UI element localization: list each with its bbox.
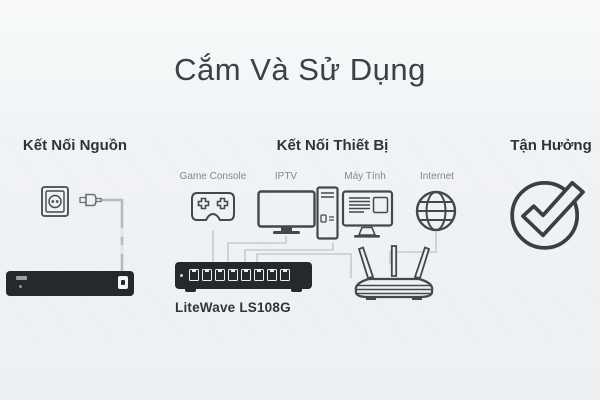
rj45-port [228, 268, 238, 281]
rj45-port [189, 268, 199, 281]
globe-icon [415, 190, 457, 232]
switch-vents [16, 276, 27, 280]
section-heading-power: Kết Nối Nguồn [22, 137, 128, 154]
checkmark-circle-icon [510, 180, 585, 250]
power-plug-icon [79, 193, 102, 207]
rj45-port [202, 268, 212, 281]
desktop-computer-icon [316, 186, 394, 240]
port-row [189, 268, 290, 281]
rj45-port [267, 268, 277, 281]
gamepad-icon [191, 192, 235, 221]
switch-foot [291, 289, 302, 292]
switch-led [19, 285, 22, 288]
power-port [118, 276, 128, 289]
switch-rear-view [6, 271, 134, 296]
device-label-game-console: Game Console [179, 171, 247, 182]
switch-led [180, 274, 183, 277]
device-label-computer: Máy Tính [344, 171, 386, 182]
switch-front-view [175, 262, 312, 292]
rj45-port [241, 268, 251, 281]
device-label-iptv: IPTV [274, 171, 298, 182]
page-title: Cắm Và Sử Dụng [174, 52, 426, 87]
power-outlet-icon [41, 186, 69, 217]
rj45-port [254, 268, 264, 281]
tv-icon [257, 190, 316, 234]
section-heading-devices: Kết Nối Thiết Bị [276, 137, 389, 154]
product-name: LiteWave LS108G [175, 300, 291, 315]
wifi-router-icon [354, 245, 434, 300]
section-heading-enjoy: Tận Hưởng [510, 137, 592, 154]
switch-foot [185, 289, 196, 292]
rj45-port [280, 268, 290, 281]
rj45-port [215, 268, 225, 281]
device-label-internet: Internet [420, 171, 454, 182]
